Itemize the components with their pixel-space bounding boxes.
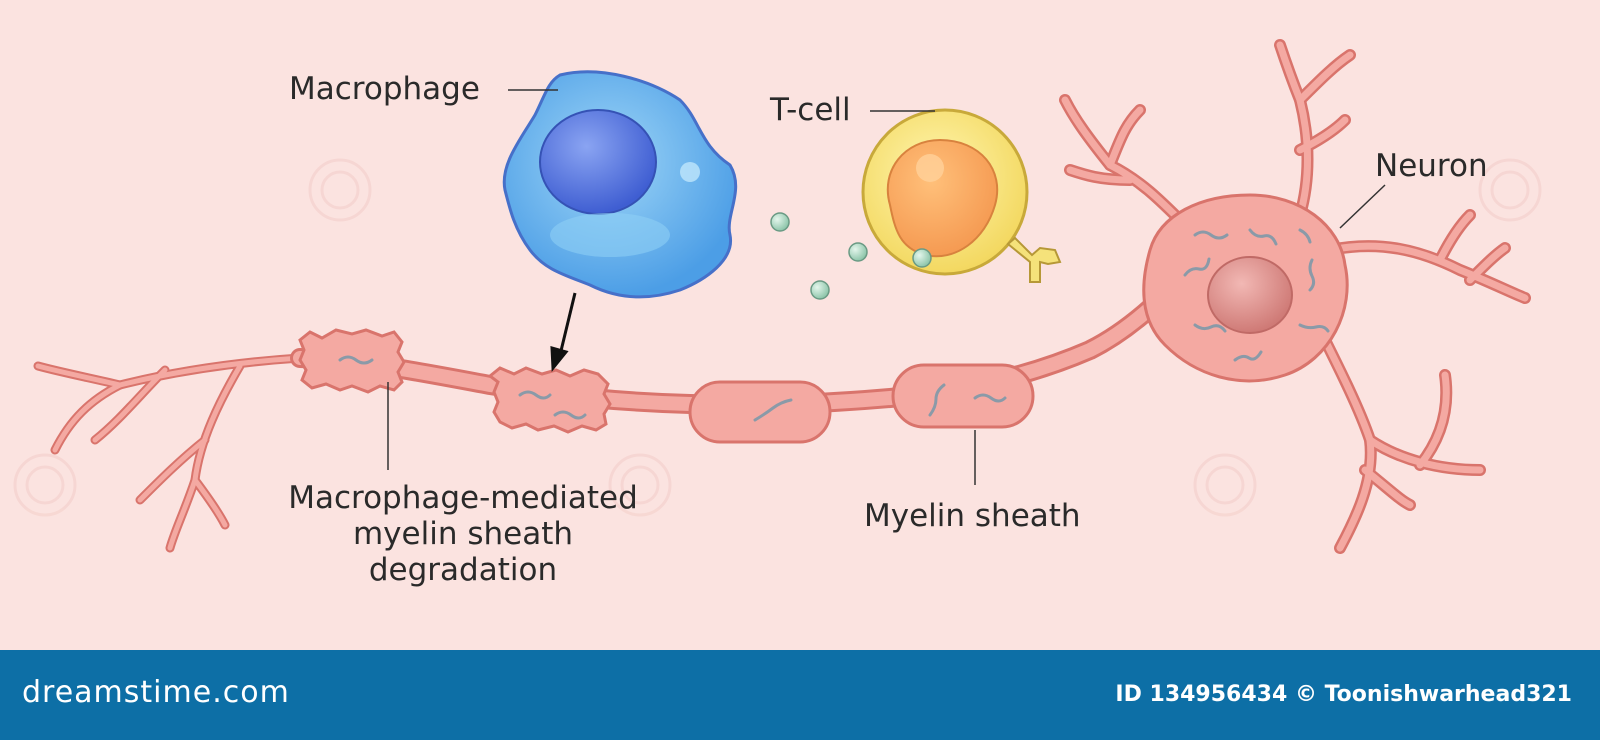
label-macrophage: Macrophage bbox=[289, 71, 480, 107]
neuron-soma bbox=[1142, 193, 1349, 383]
macrophage-arrow bbox=[550, 292, 577, 372]
label-degradation-line2: myelin sheath bbox=[352, 516, 573, 552]
label-tcell: T-cell bbox=[770, 92, 851, 128]
watermark-footer-bar: dreamstime.com ID 134956434 © Toonishwar… bbox=[0, 650, 1600, 740]
footer-logo: dreamstime.com bbox=[22, 675, 290, 710]
damaged-myelin-segment-2 bbox=[487, 366, 612, 434]
mitochondria bbox=[1183, 228, 1330, 362]
footer-credit: ID 134956434 © Toonishwarhead321 bbox=[1115, 682, 1572, 707]
label-degradation-line1: Macrophage-mediated bbox=[288, 480, 638, 516]
cytokine-particles bbox=[770, 212, 932, 300]
tcell-cell bbox=[861, 108, 1062, 283]
leader-lines bbox=[387, 89, 1386, 485]
neuron-nucleus bbox=[1207, 256, 1293, 334]
macrophage-nucleus bbox=[539, 109, 657, 215]
axon-terminal-branches bbox=[33, 353, 305, 553]
neuron-dendrites bbox=[1059, 39, 1531, 554]
myelin-segment-3 bbox=[688, 380, 832, 444]
label-neuron: Neuron bbox=[1375, 148, 1488, 184]
label-degradation-line3: degradation bbox=[368, 552, 558, 588]
label-myelin-sheath: Myelin sheath bbox=[864, 498, 1081, 534]
macrophage-cell bbox=[502, 70, 738, 299]
myelin-segment-4 bbox=[891, 363, 1035, 429]
tcell-receptor bbox=[1006, 236, 1062, 283]
damaged-myelin-segment-1 bbox=[298, 328, 406, 394]
label-macrophage-mediated-degradation: Macrophage-mediated myelin sheath degrad… bbox=[268, 480, 658, 588]
ms-diagram bbox=[13, 39, 1542, 554]
